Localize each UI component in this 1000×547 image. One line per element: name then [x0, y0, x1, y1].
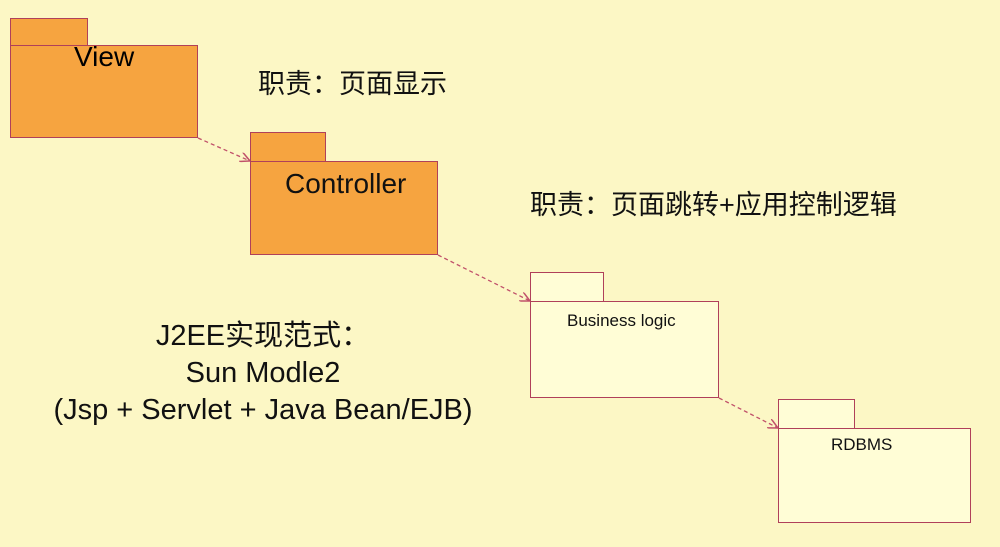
- j2ee-model: Sun Modle2: [185, 357, 341, 389]
- rdbms-package: RDBMS: [778, 399, 971, 523]
- j2ee-title: J2EE实现范式：: [155, 320, 371, 352]
- controller-package: Controller: [250, 132, 438, 255]
- arrow-controller-to-business: [437, 254, 530, 301]
- package-body: RDBMS: [778, 428, 971, 523]
- controller-responsibility-note: 职责：页面跳转+应用控制逻辑: [530, 190, 897, 220]
- j2ee-implementation-note: J2EE实现范式： Sun Modle2 (Jsp + Servlet + Ja…: [18, 318, 508, 429]
- view-responsibility-note: 职责：页面显示: [258, 69, 447, 99]
- view-package: View: [10, 18, 198, 138]
- business-logic-package-label: Business logic: [567, 311, 676, 330]
- package-body: Business logic: [530, 301, 719, 398]
- arrow-business-to-rdbms: [718, 397, 778, 428]
- rdbms-package-label: RDBMS: [831, 435, 893, 454]
- j2ee-stack: (Jsp + Servlet + Java Bean/EJB): [53, 394, 473, 426]
- package-tab: [778, 399, 855, 429]
- controller-package-label: Controller: [285, 168, 407, 199]
- view-package-label: View: [74, 41, 135, 72]
- business-logic-package: Business logic: [530, 272, 719, 398]
- package-body: [10, 45, 198, 138]
- package-tab: [530, 272, 604, 302]
- package-body: Controller: [250, 161, 438, 255]
- arrow-view-to-controller: [197, 137, 250, 161]
- package-tab: [250, 132, 326, 162]
